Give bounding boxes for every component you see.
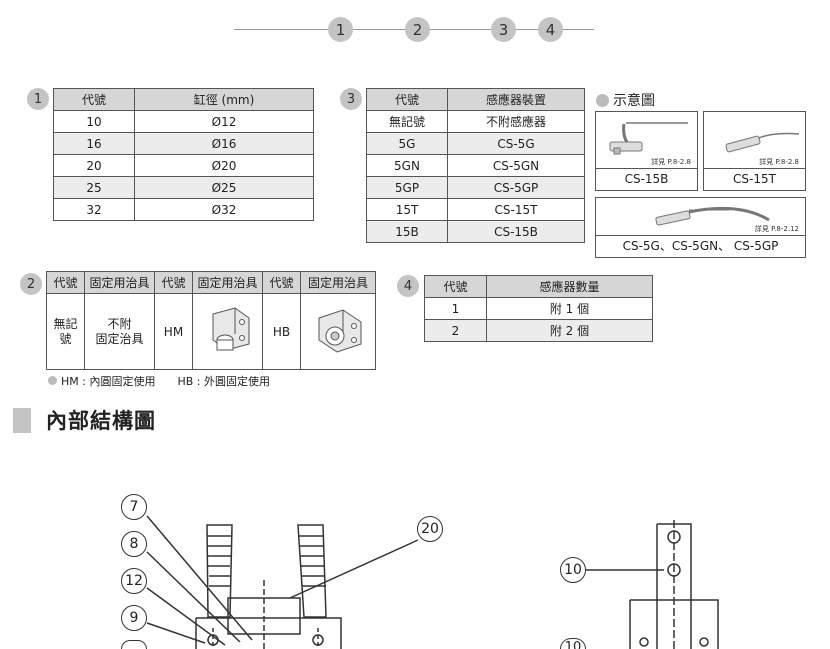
table-cell: 5GN <box>366 154 448 177</box>
cs15t-caption: CS-15T <box>704 168 805 190</box>
cs5g-sensor-icon <box>655 206 770 226</box>
table-cell: 32 <box>53 198 135 221</box>
table-cell: Ø25 <box>134 176 314 199</box>
table-cell: 無記號 <box>366 110 448 133</box>
table-cell: 2 <box>424 319 487 342</box>
fixture-code-hm: HM <box>154 293 193 370</box>
sensor-header-code: 代號 <box>366 88 448 111</box>
section-title-bar <box>13 408 31 433</box>
bore-header-size: 缸徑 (mm) <box>134 88 314 111</box>
table-cell: CS-5GP <box>447 176 585 199</box>
table-cell: 附 2 個 <box>486 319 653 342</box>
sensor-box-cs15t: 詳見 P.8-2.8 CS-15T <box>703 111 806 191</box>
internal-structure-drawing <box>146 515 719 649</box>
fixture-header: 固定用治具 <box>84 271 155 294</box>
fixture-code-hb: HB <box>262 293 301 370</box>
table-cell: Ø32 <box>134 198 314 221</box>
step-2: 2 <box>405 17 430 42</box>
cs15t-ref: 詳見 P.8-2.8 <box>759 158 799 166</box>
cs5g-caption: CS-5G、CS-5GN、 CS-5GP <box>596 235 805 257</box>
table-cell: 16 <box>53 132 135 155</box>
table-cell: 20 <box>53 154 135 177</box>
table-cell: CS-5G <box>447 132 585 155</box>
fixture-header: 代號 <box>154 271 193 294</box>
table-cell: Ø12 <box>134 110 314 133</box>
table-cell: 5G <box>366 132 448 155</box>
table-cell: 25 <box>53 176 135 199</box>
fixture-note: HM : 內圓固定使用 HB : 外圓固定使用 <box>48 373 270 389</box>
section-2-badge: 2 <box>20 273 42 295</box>
qty-header-code: 代號 <box>424 275 487 298</box>
callout-9: 9 <box>121 605 147 631</box>
section-1-badge: 1 <box>27 88 49 110</box>
sensor-header-device: 感應器裝置 <box>447 88 585 111</box>
qty-header-count: 感應器數量 <box>486 275 653 298</box>
step-3: 3 <box>491 17 516 42</box>
callout-10: 10 <box>560 557 586 583</box>
section-3-badge: 3 <box>340 88 362 110</box>
table-cell: Ø20 <box>134 154 314 177</box>
note-hb: HB : 外圓固定使用 <box>177 375 270 388</box>
table-cell: 5GP <box>366 176 448 199</box>
callout-20: 20 <box>417 516 443 542</box>
table-cell: CS-5GN <box>447 154 585 177</box>
cs15t-sensor-icon <box>725 132 800 153</box>
cs15b-sensor-icon <box>609 122 688 155</box>
section-4-badge: 4 <box>397 275 419 297</box>
fixture-header: 固定用治具 <box>300 271 376 294</box>
table-cell: Ø16 <box>134 132 314 155</box>
fixture-hm-image <box>192 293 263 370</box>
callout-10-partial: 10 <box>560 638 586 649</box>
table-cell: 10 <box>53 110 135 133</box>
callout-partial <box>121 640 147 649</box>
note-dot-icon <box>48 376 57 385</box>
legend-dot-icon <box>596 94 609 107</box>
diagram-legend: 示意圖 <box>596 90 655 110</box>
bore-header-code: 代號 <box>53 88 135 111</box>
sensor-box-cs5g: 詳見 P.8-2.12 CS-5G、CS-5GN、 CS-5GP <box>595 197 806 258</box>
table-cell: CS-15B <box>447 220 585 243</box>
table-cell: 不附感應器 <box>447 110 585 133</box>
fixture-header: 固定用治具 <box>192 271 263 294</box>
table-cell: 1 <box>424 297 487 320</box>
diagram-title: 示意圖 <box>613 93 655 109</box>
cs5g-ref: 詳見 P.8-2.12 <box>754 225 799 233</box>
table-cell: 15T <box>366 198 448 221</box>
fixture-hb-image <box>300 293 376 370</box>
table-cell: CS-15T <box>447 198 585 221</box>
note-hm: HM : 內圓固定使用 <box>61 375 156 388</box>
sensor-box-cs15b: 詳見 P.8-2.8 CS-15B <box>595 111 698 191</box>
fixture-table: 代號 固定用治具 代號 固定用治具 代號 固定用治具 無記 號 不附 固定治具 … <box>46 271 376 370</box>
fixture-header: 代號 <box>46 271 85 294</box>
callout-7: 7 <box>121 494 147 520</box>
step-4: 4 <box>538 17 563 42</box>
hb-fixture-icon <box>318 309 362 353</box>
cs15b-caption: CS-15B <box>596 168 697 190</box>
step-1: 1 <box>328 17 353 42</box>
fixture-header: 代號 <box>262 271 301 294</box>
cs15b-ref: 詳見 P.8-2.8 <box>651 158 691 166</box>
table-cell: 15B <box>366 220 448 243</box>
callout-8: 8 <box>121 531 147 557</box>
hm-fixture-icon <box>212 307 249 351</box>
table-cell: 附 1 個 <box>486 297 653 320</box>
internal-structure-title: 內部結構圖 <box>46 409 156 433</box>
fixture-code-none: 無記 號 <box>46 293 85 370</box>
fixture-none-label: 不附 固定治具 <box>84 293 155 370</box>
callout-12: 12 <box>121 568 147 594</box>
